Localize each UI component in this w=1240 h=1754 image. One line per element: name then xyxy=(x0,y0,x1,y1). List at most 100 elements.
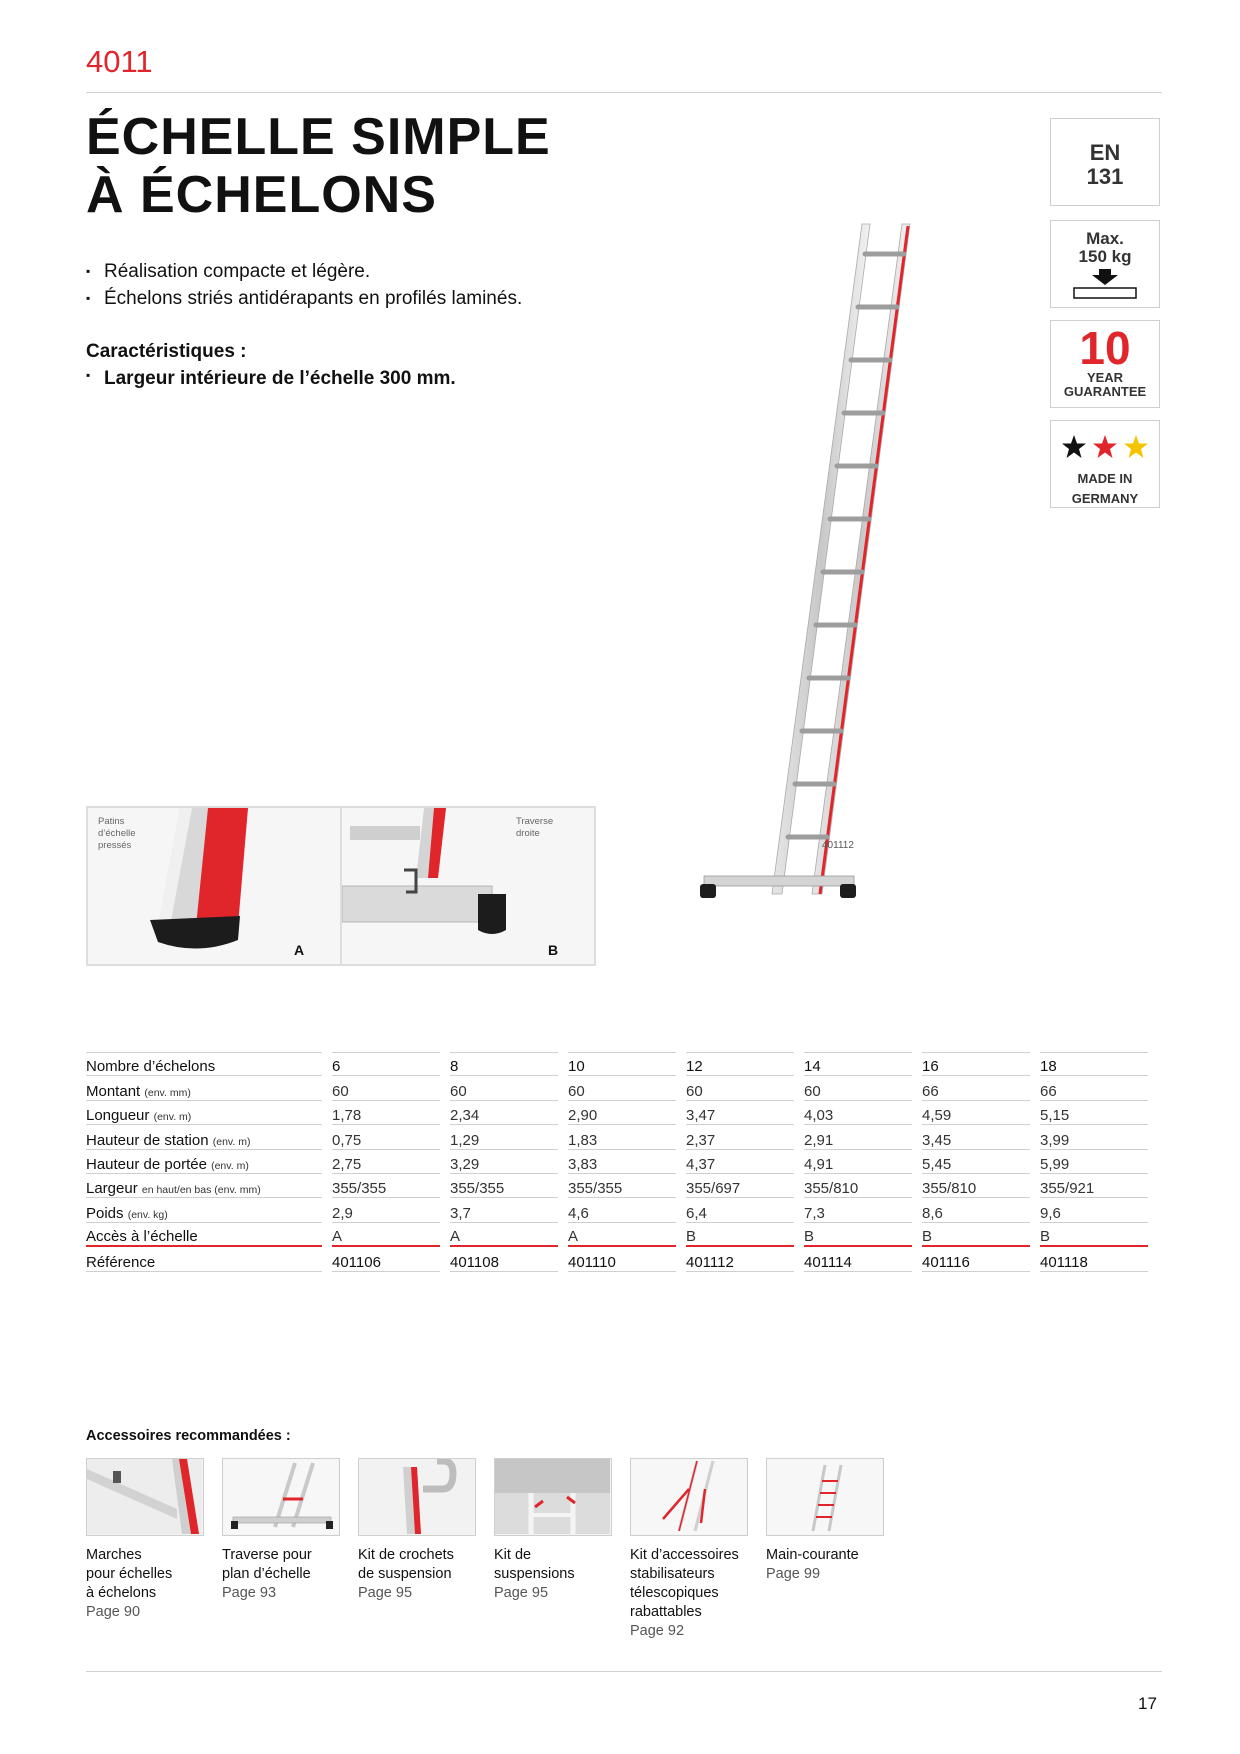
spec-gap xyxy=(558,1101,568,1125)
spec-gap xyxy=(558,1150,568,1174)
spec-row-label: Poids (env. kg) xyxy=(86,1198,322,1223)
spec-cell: 60 xyxy=(686,1076,794,1101)
hook-thumb-icon xyxy=(359,1459,474,1534)
spec-gap xyxy=(1030,1247,1040,1271)
detail-a-caption: Patins d’échelle pressés xyxy=(98,816,136,852)
spec-cell: 60 xyxy=(450,1076,558,1101)
traverse-closeup xyxy=(342,808,506,934)
accessory-name: Kit de crochets de suspension xyxy=(358,1547,454,1582)
page-number: 17 xyxy=(1138,1694,1157,1713)
ladder-base-traverse xyxy=(703,875,855,887)
spec-gap xyxy=(440,1052,450,1076)
spec-gap xyxy=(676,1150,686,1174)
page-title: ÉCHELLE SIMPLE À ÉCHELONS xyxy=(86,108,551,224)
spec-label-unit: (env. m) xyxy=(212,1135,251,1148)
feature-list: Réalisation compacte et légère. Échelons… xyxy=(86,258,522,312)
spec-gap xyxy=(912,1076,922,1100)
spec-gap xyxy=(912,1101,922,1125)
handrail-thumb-icon xyxy=(767,1459,882,1534)
spec-gap xyxy=(322,1125,332,1149)
accessory-card-traverse[interactable]: Traverse pour plan d’échelle Page 93 xyxy=(222,1458,340,1603)
spec-cell: 401108 xyxy=(450,1247,558,1272)
traverse-thumb-icon xyxy=(223,1459,338,1534)
spec-gap xyxy=(440,1174,450,1198)
spec-gap xyxy=(794,1247,804,1271)
spec-cell: A xyxy=(332,1223,440,1248)
accessory-card-handrail[interactable]: Main-courante Page 99 xyxy=(766,1458,884,1584)
spec-cell: B xyxy=(922,1223,1030,1248)
spec-cell: 4,59 xyxy=(922,1101,1030,1126)
spec-gap xyxy=(1030,1150,1040,1174)
spec-gap xyxy=(912,1174,922,1198)
accessory-name: Main-courante xyxy=(766,1547,859,1563)
spec-gap xyxy=(912,1223,922,1247)
accessory-thumb xyxy=(86,1458,204,1536)
spec-gap xyxy=(676,1198,686,1222)
spec-cell: 2,75 xyxy=(332,1150,440,1174)
spec-cell: 6,4 xyxy=(686,1198,794,1223)
spec-cell: 9,6 xyxy=(1040,1198,1148,1223)
spec-label-text: Poids xyxy=(86,1204,124,1222)
detail-b-letter: B xyxy=(548,942,559,958)
three-stars-icon xyxy=(1062,435,1148,458)
accessory-card-hooks[interactable]: Kit de crochets de suspension Page 95 xyxy=(358,1458,476,1603)
ladder-rungs xyxy=(785,251,907,840)
spec-cell: B xyxy=(1040,1223,1148,1248)
spec-cell: 3,99 xyxy=(1040,1125,1148,1150)
spec-cell: 3,45 xyxy=(922,1125,1030,1150)
spec-gap xyxy=(440,1198,450,1222)
spec-label-unit: en haut/en bas (env. mm) xyxy=(141,1184,261,1197)
spec-cell: A xyxy=(568,1223,676,1248)
spec-gap xyxy=(1030,1174,1040,1198)
ladder-left-rail xyxy=(771,223,871,895)
spec-row-label: Nombre d’échelons xyxy=(86,1052,322,1077)
spec-label-unit: (env. m) xyxy=(211,1159,249,1172)
spec-gap xyxy=(440,1101,450,1125)
spec-cell: 3,7 xyxy=(450,1198,558,1223)
spec-cell: B xyxy=(686,1223,794,1248)
spec-row-label: Hauteur de portée (env. m) xyxy=(86,1150,322,1174)
spec-label-text: Hauteur de portée xyxy=(86,1155,207,1173)
accessory-card-suspensions[interactable]: Kit de suspensions Page 95 xyxy=(494,1458,612,1603)
spec-gap xyxy=(676,1076,686,1100)
accessory-card-stabilizers[interactable]: Kit d’accessoires stabilisateurs télesco… xyxy=(630,1458,748,1641)
spec-gap xyxy=(912,1150,922,1174)
spec-gap xyxy=(440,1076,450,1100)
detail-photo-a: Patins d’échelle pressés A xyxy=(86,806,342,966)
spec-gap xyxy=(912,1198,922,1222)
spec-cell: 401116 xyxy=(922,1247,1030,1272)
spec-cell: 355/697 xyxy=(686,1174,794,1199)
spec-gap xyxy=(794,1174,804,1198)
spec-cell: 401112 xyxy=(686,1247,794,1272)
guarantee-badge: 10 YEAR GUARANTEE xyxy=(1050,320,1160,408)
spec-cell: 0,75 xyxy=(332,1125,440,1150)
spec-gap xyxy=(794,1125,804,1149)
accessory-thumb xyxy=(766,1458,884,1536)
spec-cell: 12 xyxy=(686,1052,794,1077)
ladder-foot-right xyxy=(840,884,856,898)
accessory-page: Page 99 xyxy=(766,1566,821,1582)
spec-gap xyxy=(912,1247,922,1271)
ladder-foot-left xyxy=(700,884,716,898)
spec-gap xyxy=(558,1247,568,1271)
spec-gap xyxy=(440,1150,450,1174)
spec-gap xyxy=(558,1125,568,1149)
spec-cell: 3,29 xyxy=(450,1150,558,1174)
caption-line: d’échelle xyxy=(98,828,136,839)
weight-arrow-icon xyxy=(1073,269,1137,299)
spec-cell: 401114 xyxy=(804,1247,912,1272)
spec-cell: B xyxy=(804,1223,912,1248)
spec-gap xyxy=(322,1076,332,1100)
spec-cell: 5,45 xyxy=(922,1150,1030,1174)
accessory-card-steps[interactable]: Marches pour échelles à échelons Page 90 xyxy=(86,1458,204,1622)
spec-cell: 4,91 xyxy=(804,1150,912,1174)
spec-gap xyxy=(794,1076,804,1100)
accessories-title: Accessoires recommandées : xyxy=(86,1428,291,1444)
stabilizer-thumb-icon xyxy=(631,1459,746,1534)
max-load-line-2: 150 kg xyxy=(1078,247,1132,266)
bottom-divider xyxy=(86,1671,1162,1672)
